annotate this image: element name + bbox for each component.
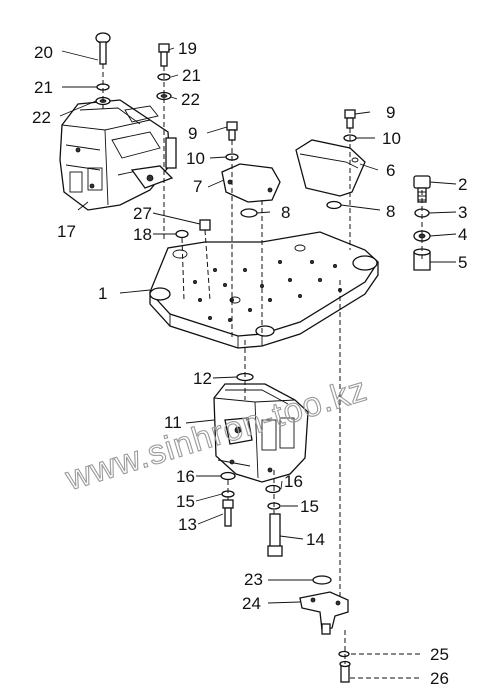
callout-12: 12 <box>193 369 212 388</box>
bracket-part <box>299 591 349 635</box>
callout-21-left: 21 <box>34 78 53 97</box>
callout-17: 17 <box>57 222 76 241</box>
callout-9-mid: 9 <box>188 124 197 143</box>
main-plate-part <box>149 231 379 349</box>
callout-24: 24 <box>242 594 261 613</box>
callout-27: 27 <box>133 204 152 223</box>
upper-valve-block-part <box>59 99 177 211</box>
callout-26: 26 <box>430 669 449 688</box>
callout-15-left: 15 <box>176 492 195 511</box>
watermark-text: www.sinhron-too.kz <box>60 370 371 498</box>
callout-16-right: 16 <box>284 472 303 491</box>
callout-10-mid: 10 <box>186 149 205 168</box>
callout-4: 4 <box>458 225 467 244</box>
callout-25: 25 <box>430 645 449 664</box>
callout-20: 20 <box>34 43 53 62</box>
callout-6: 6 <box>386 161 395 180</box>
small-cover-part <box>221 163 281 203</box>
callout-7: 7 <box>193 177 202 196</box>
fasteners <box>95 32 357 683</box>
callout-21-mid: 21 <box>182 66 201 85</box>
cover-part <box>295 139 366 197</box>
callout-8-mid: 8 <box>281 203 290 222</box>
callout-11: 11 <box>164 413 182 432</box>
callout-23: 23 <box>244 570 263 589</box>
callout-8-right: 8 <box>386 202 395 221</box>
callout-5: 5 <box>458 253 467 272</box>
callout-16-left: 16 <box>176 467 195 486</box>
callout-14: 14 <box>306 530 325 549</box>
callout-13: 13 <box>178 515 197 534</box>
callout-18: 18 <box>133 225 152 244</box>
lower-valve-block-part <box>213 383 309 483</box>
callout-22-mid: 22 <box>181 90 200 109</box>
callout-1: 1 <box>98 284 107 303</box>
callout-3: 3 <box>458 203 467 222</box>
callout-10-right: 10 <box>382 129 401 148</box>
callout-15-right: 15 <box>300 497 319 516</box>
callout-22-left: 22 <box>32 108 51 127</box>
assembly-centerlines <box>102 64 423 664</box>
leader-lines <box>59 47 457 679</box>
callout-2: 2 <box>458 175 467 194</box>
callout-labels: 20 21 22 17 19 21 22 9 10 7 8 9 10 6 8 2… <box>32 39 467 688</box>
callout-9-right: 9 <box>386 103 395 122</box>
callout-19: 19 <box>178 39 197 58</box>
